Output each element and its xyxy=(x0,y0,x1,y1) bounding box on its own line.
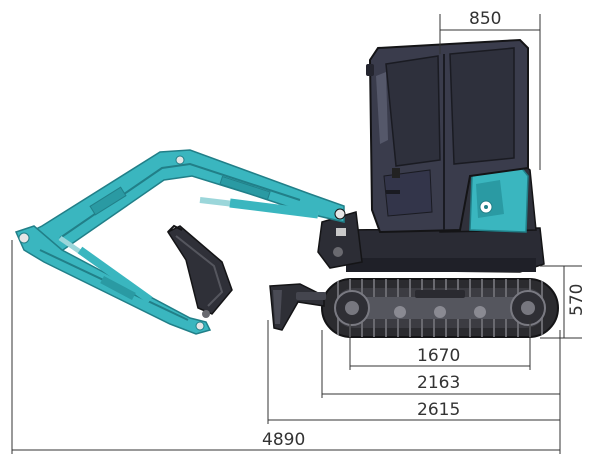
dim-label-2615: 2615 xyxy=(417,400,460,420)
boom-cylinder xyxy=(199,197,319,219)
dimension-cab-top: 850 xyxy=(439,9,541,170)
boom xyxy=(28,149,345,259)
dim-label-4890: 4890 xyxy=(262,430,305,450)
dimension-tumbler-distance: 1670 xyxy=(349,320,531,370)
dim-label-570: 570 xyxy=(567,284,587,316)
joint-pins xyxy=(18,155,346,331)
dimension-overall-length: 4890 xyxy=(11,240,561,454)
operator-cab xyxy=(366,38,529,234)
arm xyxy=(14,225,212,335)
swing-bracket xyxy=(317,211,363,269)
dim-label-850: 850 xyxy=(469,9,501,29)
dim-label-2163: 2163 xyxy=(417,373,460,393)
dimension-track-length: 2163 xyxy=(321,330,561,398)
dimension-track-height: 570 xyxy=(540,265,587,339)
crawler-track xyxy=(321,278,559,338)
dimension-to-blade: 2615 xyxy=(267,320,561,424)
bucket xyxy=(166,224,233,318)
dozer-blade xyxy=(269,283,326,331)
upper-frame xyxy=(339,227,545,273)
dim-label-1670: 1670 xyxy=(417,346,460,366)
